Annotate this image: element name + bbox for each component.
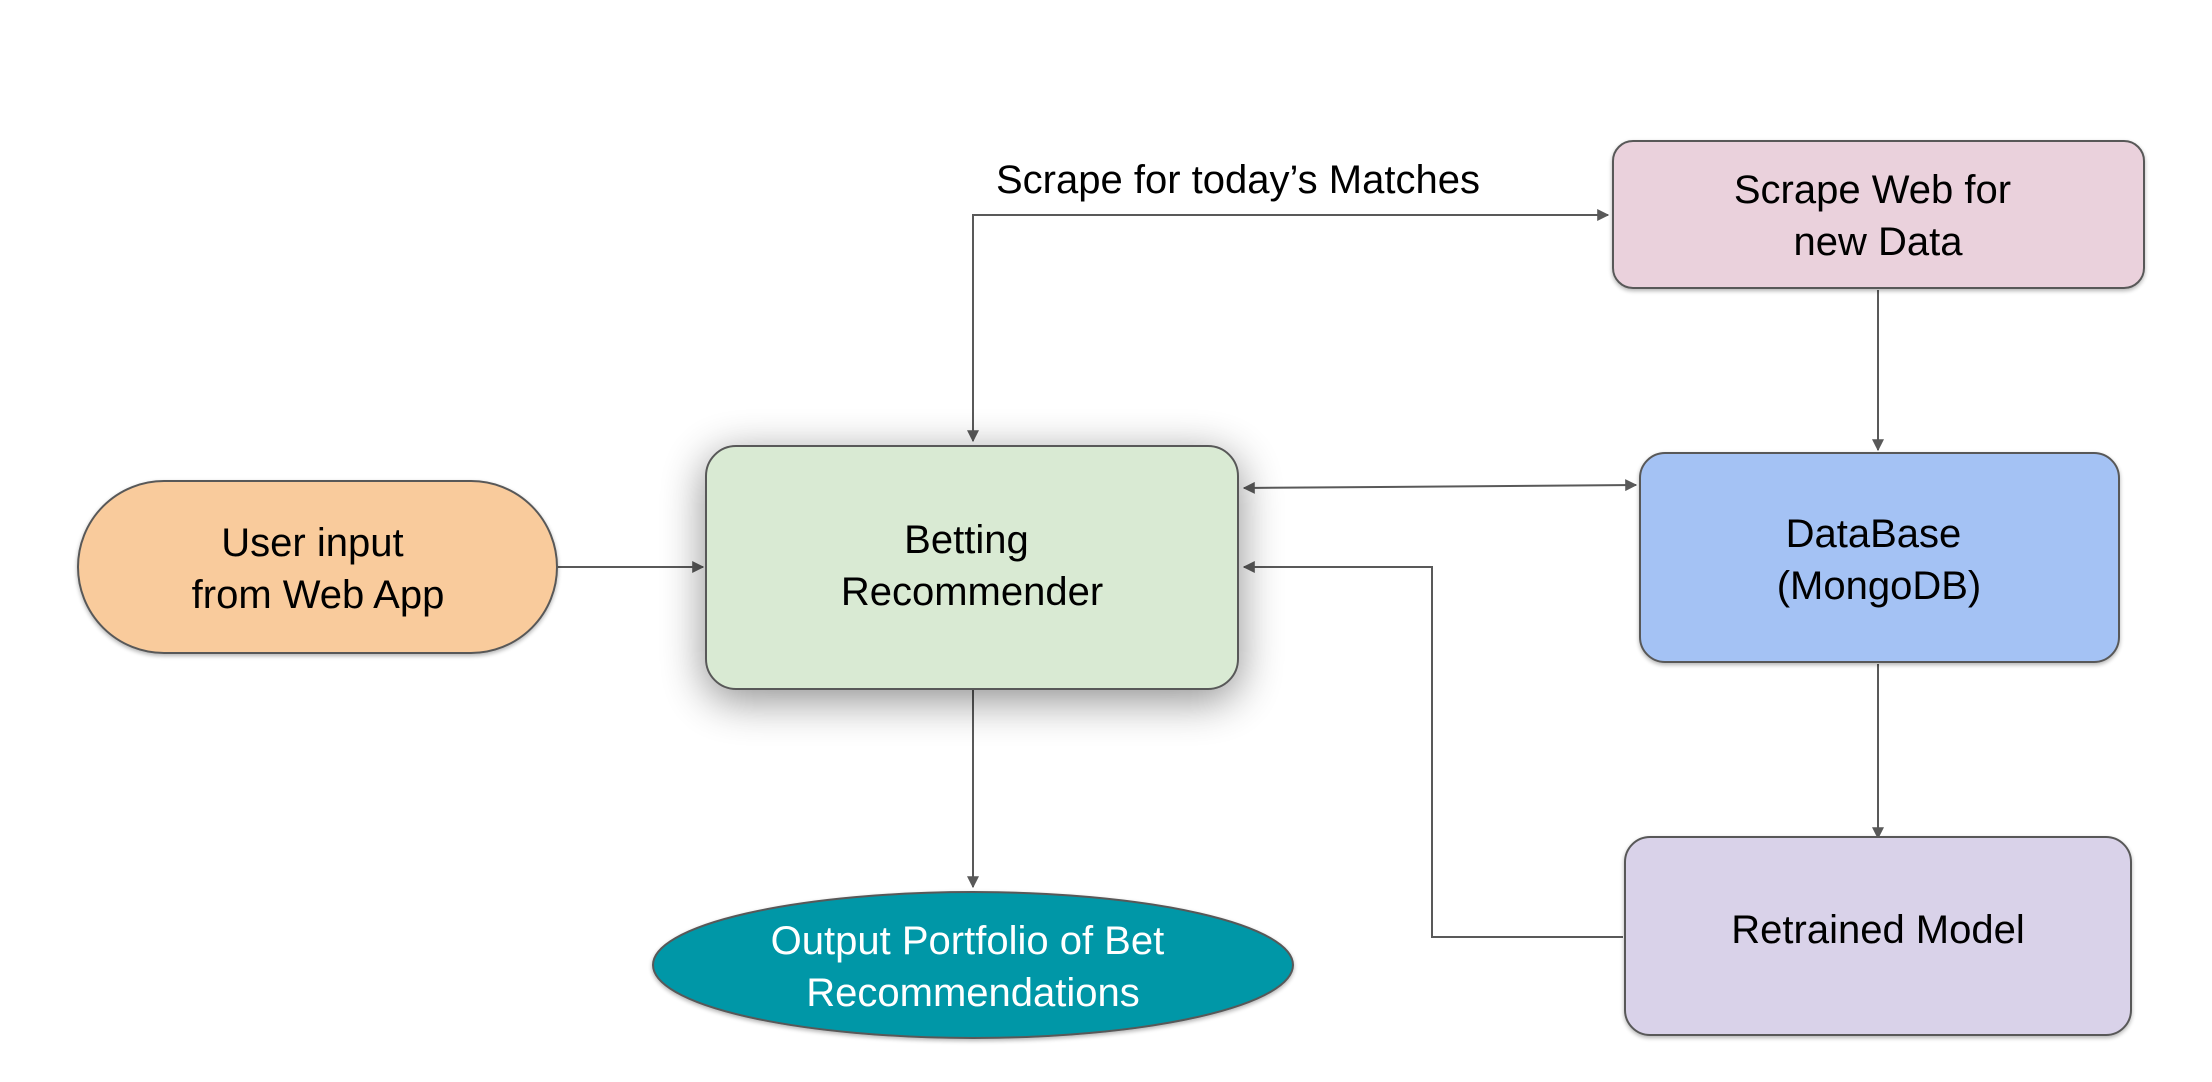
node-scrape-web: Scrape Web for new Data	[1612, 140, 2145, 289]
edge-recommender-scrape	[967, 209, 1610, 443]
retrained-model-label: Retrained Model	[1731, 908, 2025, 952]
database-label-line1: DataBase	[1786, 512, 1962, 556]
edge-label-scrape: Scrape for today’s Matches	[996, 158, 1480, 202]
user-input-shape	[77, 480, 558, 654]
svg-text:Betting Recommender: Betting Recommender	[841, 518, 1103, 614]
svg-text:Retrained Model: Retrained Model	[1731, 908, 2025, 952]
svg-text:Output Portfolio of Bet: Output Portfolio of Bet Recommendations	[771, 919, 1176, 1015]
svg-text:DataBase (MongoDB): DataBase (MongoDB)	[1777, 512, 1982, 608]
svg-text:User input from Web App: User input from Web App	[192, 521, 445, 617]
database-label-line2: (MongoDB)	[1777, 564, 1982, 608]
output-portfolio-label-line2: Recommendations	[806, 971, 1140, 1015]
node-betting-recommender: Betting Recommender	[705, 445, 1239, 690]
node-retrained-model: Retrained Model	[1624, 836, 2132, 1036]
scrape-web-label-line1: Scrape Web for	[1734, 168, 2011, 212]
output-portfolio-shape	[652, 891, 1294, 1039]
betting-recommender-label-line1: Betting	[904, 518, 1029, 562]
edge-model-recommender	[1242, 561, 1623, 938]
database-shape	[1639, 452, 2120, 663]
svg-text:Scrape Web for new Data: Scrape Web for new Data	[1734, 168, 2022, 264]
scrape-web-shape	[1612, 140, 2145, 289]
user-input-label-line2: from Web App	[192, 573, 445, 617]
betting-recommender-shape	[705, 445, 1239, 690]
scrape-web-label-line2: new Data	[1794, 220, 1964, 264]
node-output-portfolio: Output Portfolio of Bet Recommendations	[652, 891, 1294, 1039]
output-portfolio-label-line1: Output Portfolio of Bet	[771, 919, 1165, 963]
betting-recommender-label-line2: Recommender	[841, 570, 1103, 614]
edge-database-recommender	[1242, 479, 1638, 494]
user-input-label-line1: User input	[221, 521, 403, 565]
retrained-model-shape	[1624, 836, 2132, 1036]
node-user-input: User input from Web App	[77, 480, 558, 654]
connectors	[557, 209, 1884, 938]
node-database: DataBase (MongoDB)	[1639, 452, 2120, 663]
